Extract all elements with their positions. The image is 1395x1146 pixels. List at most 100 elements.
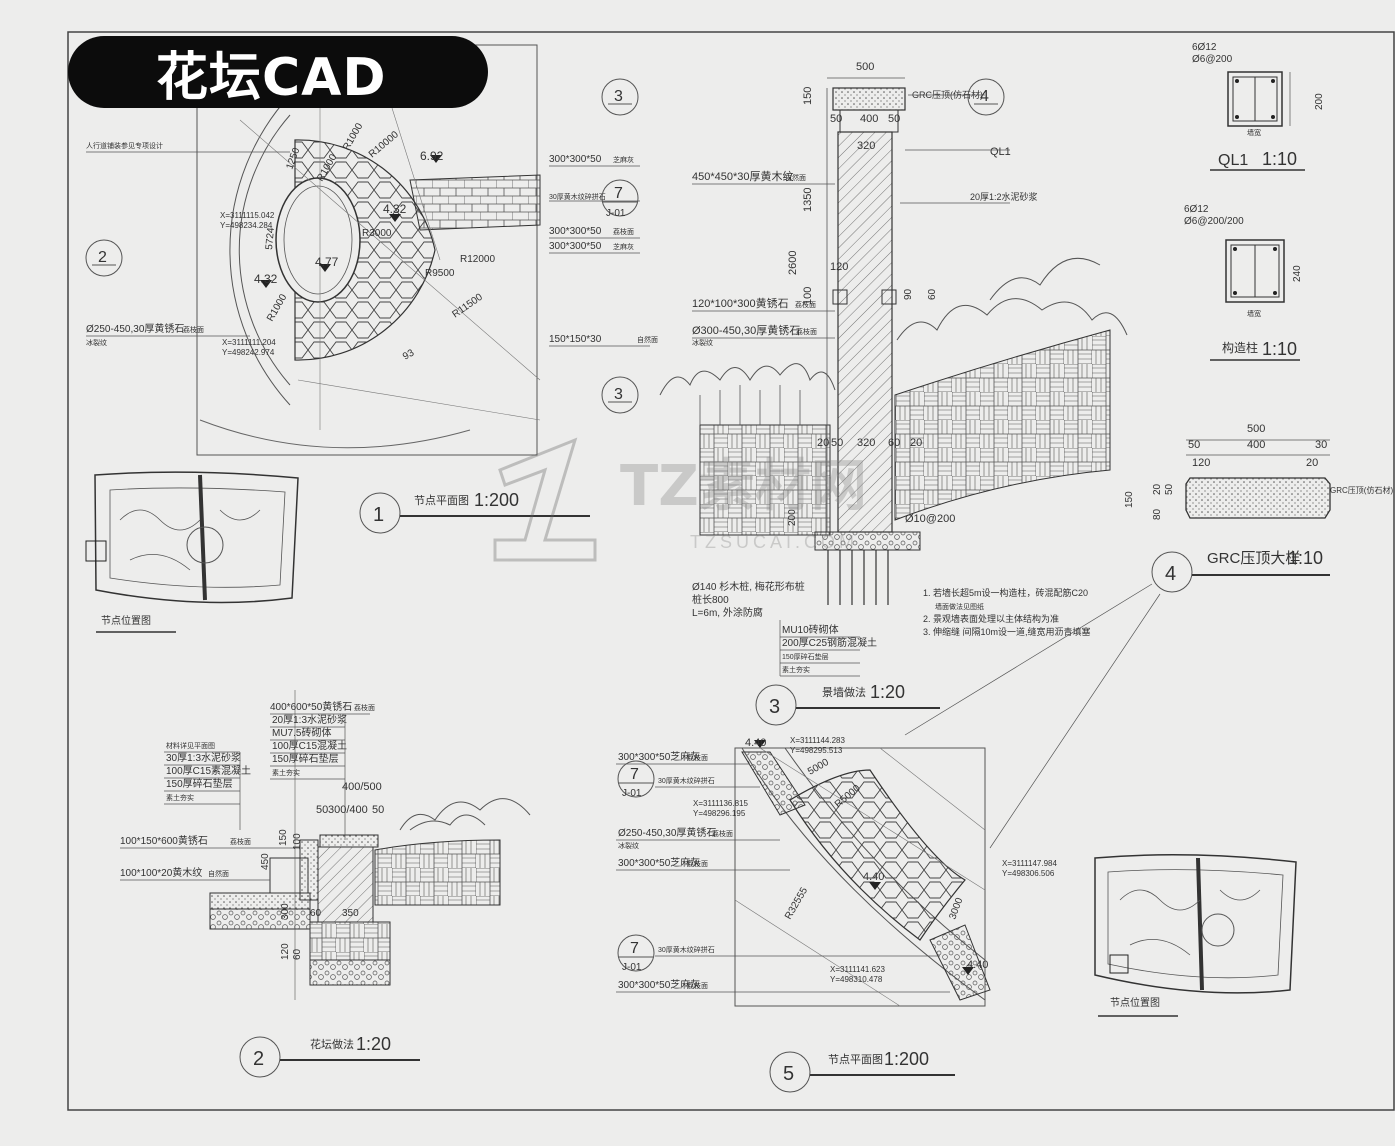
svg-text:GRC压顶(仿石材): GRC压顶(仿石材) — [1330, 485, 1393, 495]
callout-group: 3 2 3 7 J-01 4 — [85, 78, 1005, 414]
svg-text:30厚1:3水泥砂浆: 30厚1:3水泥砂浆 — [166, 751, 241, 764]
svg-text:构造柱: 构造柱 — [1222, 340, 1258, 355]
svg-text:冰裂纹: 冰裂纹 — [618, 841, 639, 850]
svg-text:20厚1:2水泥砂浆: 20厚1:2水泥砂浆 — [970, 191, 1038, 202]
grc-detail-4: 500 50 400 30 120 20 150 80 20 50 GRC压顶(… — [904, 423, 1393, 849]
svg-text:30厚黄木纹碎拼石: 30厚黄木纹碎拼石 — [658, 776, 715, 785]
svg-text:4.40: 4.40 — [863, 871, 884, 883]
svg-text:荔枝面: 荔枝面 — [183, 325, 204, 334]
svg-text:Ø140 杉木桩, 梅花形布桩: Ø140 杉木桩, 梅花形布桩 — [692, 580, 805, 593]
svg-text:自然面: 自然面 — [637, 335, 658, 344]
svg-text:300*300*50芝麻灰: 300*300*50芝麻灰 — [618, 978, 700, 991]
svg-text:200: 200 — [787, 509, 798, 526]
svg-text:桩长800: 桩长800 — [692, 593, 729, 606]
svg-text:320: 320 — [857, 437, 875, 449]
title-badge: 花坛CAD — [68, 36, 488, 108]
svg-text:400*600*50黄锈石: 400*600*50黄锈石 — [270, 700, 352, 713]
svg-text:50: 50 — [316, 804, 328, 816]
svg-text:节点位置图: 节点位置图 — [1110, 996, 1160, 1009]
svg-text:1:10: 1:10 — [1262, 149, 1297, 169]
svg-text:60: 60 — [927, 288, 938, 300]
svg-text:100: 100 — [802, 287, 814, 305]
svg-text:QL1: QL1 — [1218, 152, 1248, 169]
svg-text:450*450*30厚黄木纹: 450*450*30厚黄木纹 — [692, 169, 794, 183]
svg-text:450: 450 — [260, 853, 271, 870]
svg-text:5000: 5000 — [806, 757, 831, 778]
svg-text:人行道铺装参见专项设计: 人行道铺装参见专项设计 — [86, 141, 163, 150]
section-3-wall — [659, 77, 1128, 605]
svg-text:Y=498310.478: Y=498310.478 — [830, 975, 883, 984]
svg-text:R1000: R1000 — [341, 121, 365, 152]
svg-text:300*300*50: 300*300*50 — [549, 226, 602, 237]
svg-text:荔枝面: 荔枝面 — [613, 227, 634, 236]
svg-text:120: 120 — [830, 261, 848, 273]
section-2-title: 2 花坛做法 1:20 — [239, 1034, 420, 1078]
key-plan-5: 节点位置图 — [1094, 854, 1297, 1017]
svg-text:6.92: 6.92 — [420, 149, 444, 163]
svg-text:3: 3 — [614, 88, 623, 105]
svg-text:30厚黄木纹碎拼石: 30厚黄木纹碎拼石 — [549, 192, 606, 201]
svg-text:20: 20 — [1152, 483, 1163, 495]
svg-text:300: 300 — [280, 903, 291, 920]
svg-text:30: 30 — [1315, 439, 1327, 451]
svg-text:1:20: 1:20 — [870, 682, 905, 702]
svg-text:7: 7 — [614, 185, 623, 202]
svg-text:20: 20 — [1306, 457, 1318, 469]
svg-text:100*150*600黄锈石: 100*150*600黄锈石 — [120, 834, 208, 847]
svg-text:150厚碎石垫层: 150厚碎石垫层 — [272, 752, 339, 765]
ql1-detail: 6Ø12 Ø6@200 200 墙宽 QL1 1:10 — [1192, 42, 1325, 171]
svg-text:3: 3 — [769, 696, 780, 718]
svg-text:400: 400 — [1247, 439, 1265, 451]
svg-text:R12000: R12000 — [460, 254, 495, 265]
svg-text:240: 240 — [1292, 265, 1303, 282]
svg-text:R11500: R11500 — [450, 292, 485, 321]
svg-text:荔枝面: 荔枝面 — [354, 703, 375, 712]
svg-text:100*100*20黄木纹: 100*100*20黄木纹 — [120, 866, 202, 879]
svg-text:Ø300-450,30厚黄锈石: Ø300-450,30厚黄锈石 — [692, 323, 800, 337]
svg-text:3: 3 — [614, 386, 623, 403]
svg-text:150: 150 — [802, 87, 814, 105]
svg-text:Y=498295.513: Y=498295.513 — [790, 746, 843, 755]
svg-text:300*300*50: 300*300*50 — [549, 154, 602, 165]
svg-text:150*150*30: 150*150*30 — [549, 334, 602, 345]
svg-text:冰裂纹: 冰裂纹 — [692, 338, 713, 347]
svg-text:TZSUCAI.COM: TZSUCAI.COM — [690, 532, 858, 552]
svg-text:300/400: 300/400 — [328, 804, 368, 816]
svg-text:4: 4 — [1165, 563, 1176, 585]
svg-text:X=3111144.283: X=3111144.283 — [790, 736, 845, 745]
svg-text:荔枝面: 荔枝面 — [795, 300, 816, 309]
svg-text:1:10: 1:10 — [1262, 339, 1297, 359]
svg-text:7: 7 — [630, 766, 639, 783]
svg-text:X=3111111.204: X=3111111.204 — [222, 338, 276, 347]
svg-text:1:20: 1:20 — [356, 1034, 391, 1054]
svg-text:自然面: 自然面 — [785, 173, 806, 182]
svg-text:TZ素材网: TZ素材网 — [620, 454, 867, 519]
svg-text:5: 5 — [783, 1063, 794, 1085]
gzz-detail: 6Ø12 Ø6@200/200 240 墙宽 构造柱 1:10 — [1184, 204, 1303, 361]
svg-text:50: 50 — [888, 113, 900, 125]
svg-text:墙宽: 墙宽 — [1247, 309, 1261, 318]
svg-text:墙宽: 墙宽 — [1247, 128, 1261, 137]
svg-text:4: 4 — [980, 88, 989, 105]
svg-text:2: 2 — [253, 1048, 264, 1070]
plan5-text: 4.40 4.40 4.40 X=3111144.283 Y=498295.51… — [616, 736, 1057, 993]
svg-text:R9500: R9500 — [425, 268, 455, 279]
svg-text:100厚C15素混凝土: 100厚C15素混凝土 — [166, 764, 251, 777]
svg-text:自然面: 自然面 — [208, 869, 229, 878]
svg-text:4.77: 4.77 — [315, 255, 339, 269]
svg-text:2: 2 — [98, 249, 107, 266]
svg-text:荔枝面: 荔枝面 — [687, 981, 708, 990]
svg-text:93: 93 — [401, 347, 417, 362]
section-1-plan — [196, 44, 541, 456]
svg-text:4.40: 4.40 — [967, 959, 988, 971]
svg-text:120*100*300黄锈石: 120*100*300黄锈石 — [692, 296, 789, 310]
svg-text:5724: 5724 — [264, 227, 277, 251]
svg-text:2. 景观墙表面处理以主体结构为准: 2. 景观墙表面处理以主体结构为准 — [923, 613, 1059, 624]
svg-text:X=3111147.984: X=3111147.984 — [1002, 859, 1057, 868]
svg-text:90: 90 — [903, 288, 914, 300]
svg-text:60: 60 — [888, 437, 900, 449]
svg-text:120: 120 — [1192, 457, 1210, 469]
svg-text:素土夯实: 素土夯实 — [166, 793, 194, 802]
svg-text:X=3111136.815: X=3111136.815 — [693, 799, 748, 808]
